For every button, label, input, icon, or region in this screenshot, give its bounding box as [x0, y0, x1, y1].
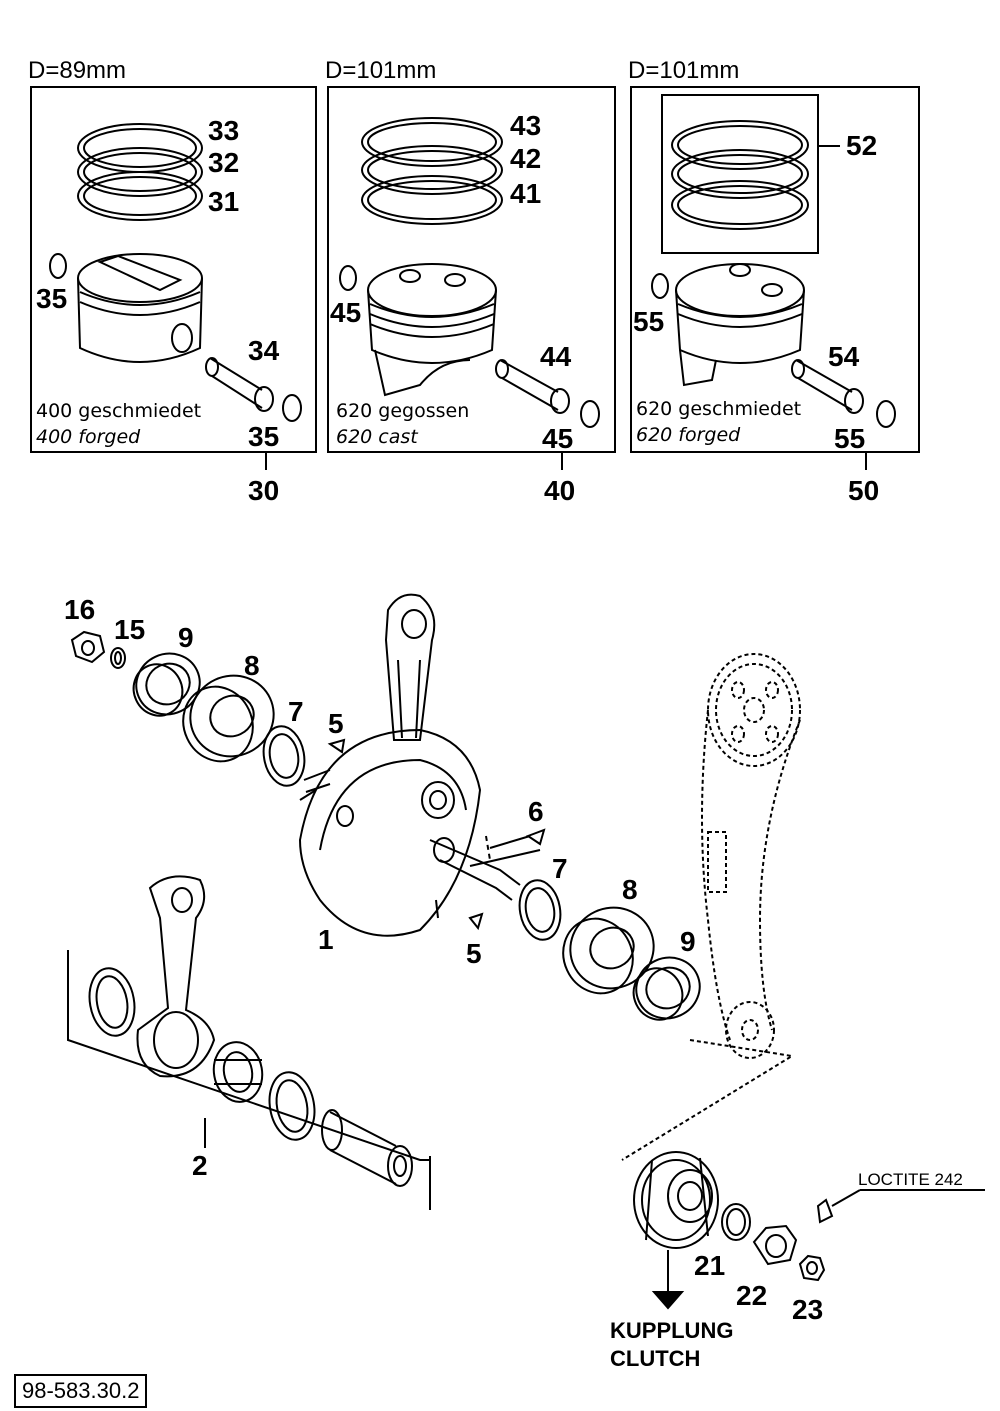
part-55-bottom-label: 55 — [834, 423, 866, 454]
part-8-upper-label: 8 — [244, 650, 260, 681]
part-54-label: 54 — [828, 341, 860, 372]
part-31-label: 31 — [208, 186, 240, 217]
assembly-40-label: 40 — [544, 475, 576, 506]
part-5-lower-label: 5 — [466, 938, 482, 969]
part-8-lower-label: 8 — [622, 874, 638, 905]
piston-set-620-forged-drawing — [651, 94, 896, 428]
panel-3-caption-en: 620 forged — [636, 424, 741, 446]
panel-2-caption-de: 620 gegossen — [336, 400, 470, 422]
part-6-label: 6 — [528, 796, 544, 827]
part-22-label: 22 — [736, 1280, 768, 1311]
part-7-upper-label: 7 — [288, 696, 304, 727]
panel-2-diameter: D=101mm — [325, 57, 437, 84]
part-32-label: 32 — [208, 147, 240, 178]
part-33-label: 33 — [208, 115, 240, 146]
part-7-lower-label: 7 — [552, 853, 568, 884]
part-5-upper-label: 5 — [328, 708, 344, 739]
piston-panel-1 — [30, 86, 317, 453]
part-52-label: 52 — [846, 130, 878, 161]
clutch-label-en: CLUTCH — [610, 1346, 701, 1371]
piston-panel-2 — [327, 86, 616, 453]
panel-1-diameter: D=89mm — [28, 57, 127, 84]
piston-set-400-drawing — [49, 123, 302, 422]
loctite-note: LOCTITE 242 — [858, 1170, 963, 1189]
part-35-top-label: 35 — [36, 283, 68, 314]
piston-panel-3 — [630, 86, 920, 453]
part-2-label: 2 — [192, 1150, 208, 1181]
panel-3-diameter: D=101mm — [628, 57, 740, 84]
panel-2-caption-en: 620 cast — [336, 426, 418, 448]
part-21-label: 21 — [694, 1250, 726, 1281]
panel-1-caption-de: 400 geschmiedet — [36, 400, 202, 422]
part-44-label: 44 — [540, 341, 572, 372]
panel-1-caption-en: 400 forged — [36, 426, 141, 448]
part-41-label: 41 — [510, 178, 542, 209]
conrod-kit-drawing — [67, 875, 431, 1210]
part-9-lower-label: 9 — [680, 926, 696, 957]
part-34-label: 34 — [248, 335, 280, 366]
part-55-top-label: 55 — [633, 306, 665, 337]
document-code: 98-583.30.2 — [14, 1374, 148, 1409]
part-45-bottom-label: 45 — [542, 423, 574, 454]
part-35-bottom-label: 35 — [248, 421, 280, 452]
crankshaft-drawing — [70, 593, 701, 1021]
part-16-label: 16 — [64, 594, 96, 625]
part-42-label: 42 — [510, 143, 542, 174]
part-45-top-label: 45 — [330, 297, 362, 328]
clutch-label-de: KUPPLUNG — [610, 1318, 734, 1343]
part-43-label: 43 — [510, 110, 542, 141]
part-23-label: 23 — [792, 1294, 824, 1325]
part-9-upper-label: 9 — [178, 622, 194, 653]
primary-gear-drawing — [633, 1151, 985, 1310]
assembly-30-label: 30 — [248, 475, 280, 506]
panel-3-caption-de: 620 geschmiedet — [636, 398, 802, 420]
part-15-label: 15 — [114, 614, 146, 645]
timing-chain-drawing — [621, 653, 801, 1161]
assembly-50-label: 50 — [848, 475, 880, 506]
part-1-label: 1 — [318, 924, 334, 955]
piston-set-620-cast-drawing — [339, 117, 600, 428]
